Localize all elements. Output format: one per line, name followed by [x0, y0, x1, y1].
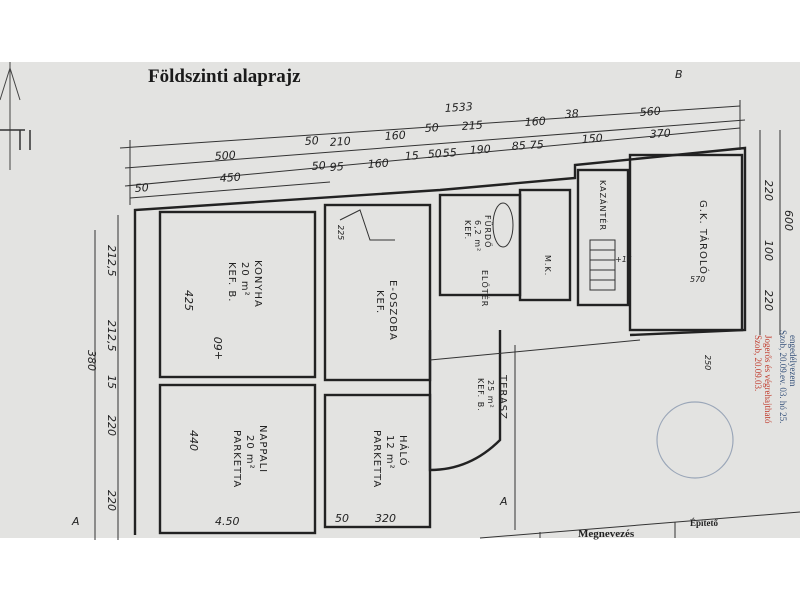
svg-text:38: 38 — [564, 107, 579, 121]
svg-text:+60: +60 — [212, 337, 225, 360]
paper-background — [0, 62, 800, 538]
svg-text:Építető: Építető — [690, 518, 718, 528]
svg-text:212,5: 212,5 — [105, 320, 118, 352]
drawing-title: Földszinti alaprajz — [148, 66, 301, 87]
svg-text:500: 500 — [214, 149, 236, 163]
svg-text:50: 50 — [304, 134, 319, 148]
svg-text:KEF.: KEF. — [463, 220, 472, 240]
svg-text:NAPPALI: NAPPALI — [257, 425, 268, 473]
svg-text:220: 220 — [105, 490, 118, 511]
svg-text:450: 450 — [219, 171, 241, 185]
svg-text:25 m²: 25 m² — [486, 380, 495, 409]
svg-text:210: 210 — [329, 135, 351, 149]
svg-text:75: 75 — [529, 138, 544, 152]
north-arrow-icon — [0, 62, 31, 170]
svg-text:370: 370 — [649, 127, 671, 141]
svg-text:ELŐTÉR: ELŐTÉR — [480, 270, 491, 307]
svg-text:M.K.: M.K. — [543, 255, 552, 276]
svg-text:100: 100 — [762, 240, 775, 261]
svg-text:380: 380 — [85, 350, 98, 371]
room-halo: HÁLÓ 12 m² PARKETTA 320 50 — [335, 430, 410, 525]
svg-text:440: 440 — [187, 430, 200, 451]
svg-text:KONYHA: KONYHA — [252, 260, 263, 308]
svg-text:600: 600 — [782, 210, 795, 231]
svg-text:Jogerős és végrehajtható: Jogerős és végrehajtható — [763, 335, 773, 424]
svg-text:G.K. TÁROLÓ: G.K. TÁROLÓ — [697, 200, 710, 275]
svg-text:TERASZ: TERASZ — [497, 374, 508, 420]
svg-text:85: 85 — [511, 139, 526, 153]
room-eloter: ELŐTÉR — [480, 270, 491, 307]
svg-text:4.50: 4.50 — [215, 515, 240, 528]
svg-text:50: 50 — [427, 147, 442, 161]
svg-text:Szob, 20.09.ev. 03. hó 25.: Szob, 20.09.ev. 03. hó 25. — [778, 330, 788, 423]
svg-text:220: 220 — [105, 415, 118, 436]
svg-text:212,5: 212,5 — [105, 245, 118, 277]
svg-text:E-OSZOBA: E-OSZOBA — [387, 280, 398, 341]
building-walls — [133, 146, 747, 535]
svg-text:Megnevezés: Megnevezés — [578, 528, 635, 540]
svg-text:225: 225 — [336, 225, 345, 240]
svg-text:50: 50 — [311, 159, 326, 173]
svg-text:KEF. B.: KEF. B. — [226, 262, 237, 302]
svg-text:KAZÁNTÉR: KAZÁNTÉR — [598, 180, 609, 231]
svg-text:PARKETTA: PARKETTA — [231, 430, 242, 488]
svg-text:55: 55 — [442, 146, 457, 160]
svg-text:1533: 1533 — [444, 100, 473, 115]
svg-text:425: 425 — [182, 290, 195, 311]
svg-text:HÁLÓ: HÁLÓ — [397, 435, 410, 466]
svg-text:150: 150 — [581, 132, 603, 146]
svg-text:190: 190 — [469, 143, 491, 157]
svg-text:220: 220 — [762, 180, 775, 201]
dimension-lines — [94, 100, 781, 540]
svg-text:FÜRDŐ: FÜRDŐ — [483, 215, 493, 248]
svg-text:220: 220 — [762, 290, 775, 311]
svg-text:320: 320 — [375, 512, 396, 525]
room-nappali: NAPPALI 20 m² PARKETTA 440 4.50 — [187, 425, 268, 528]
svg-text:Szob, 20.09.03.: Szob, 20.09.03. — [753, 335, 763, 391]
svg-text:160: 160 — [524, 115, 546, 129]
svg-text:15: 15 — [105, 375, 118, 389]
section-mark-a: A — [499, 495, 508, 508]
svg-text:KEF.: KEF. — [374, 290, 385, 314]
svg-text:20 m²: 20 m² — [239, 262, 250, 297]
svg-text:KEF. B.: KEF. B. — [476, 378, 485, 412]
svg-text:20 m²: 20 m² — [244, 435, 255, 470]
title-block: Megnevezés Építető — [479, 511, 800, 540]
svg-text:160: 160 — [384, 129, 406, 143]
approval-stamp: Jogerős és végrehajtható Szob, 20.09.03.… — [656, 330, 798, 479]
room-eloszoba: E-OSZOBA KEF. 225 — [336, 225, 398, 341]
room-furdo: FÜRDŐ 6,2 m² KEF. — [463, 202, 514, 252]
svg-text:12 m²: 12 m² — [384, 435, 395, 470]
svg-text:250: 250 — [703, 355, 712, 370]
svg-text:15: 15 — [404, 149, 419, 163]
svg-text:6,2 m²: 6,2 m² — [473, 220, 482, 252]
svg-text:160: 160 — [367, 157, 389, 171]
section-mark-a-left: A — [71, 515, 80, 528]
svg-text:50: 50 — [134, 181, 149, 195]
svg-text:50: 50 — [424, 121, 439, 135]
svg-text:215: 215 — [461, 119, 483, 133]
svg-text:+15: +15 — [615, 255, 632, 264]
room-tarolo: G.K. TÁROLÓ 570 250 — [690, 200, 712, 370]
svg-text:PARKETTA: PARKETTA — [371, 430, 382, 488]
room-konyha: KONYHA 20 m² KEF. B. 425 +60 — [182, 260, 263, 360]
room-kazanter: KAZÁNTÉR +15 — [598, 180, 632, 264]
svg-text:560: 560 — [639, 105, 661, 119]
svg-text:95: 95 — [329, 160, 344, 174]
room-mk: M.K. — [543, 255, 552, 276]
room-terasz: TERASZ 25 m² KEF. B. — [476, 374, 508, 420]
svg-text:50: 50 — [335, 512, 349, 525]
dimension-labels: 1533 500 50 210 160 50 215 160 38 560 45… — [85, 100, 795, 511]
svg-text:engedélyezem: engedélyezem — [788, 335, 798, 386]
svg-text:570: 570 — [690, 275, 705, 284]
section-mark-b: B — [675, 68, 683, 81]
